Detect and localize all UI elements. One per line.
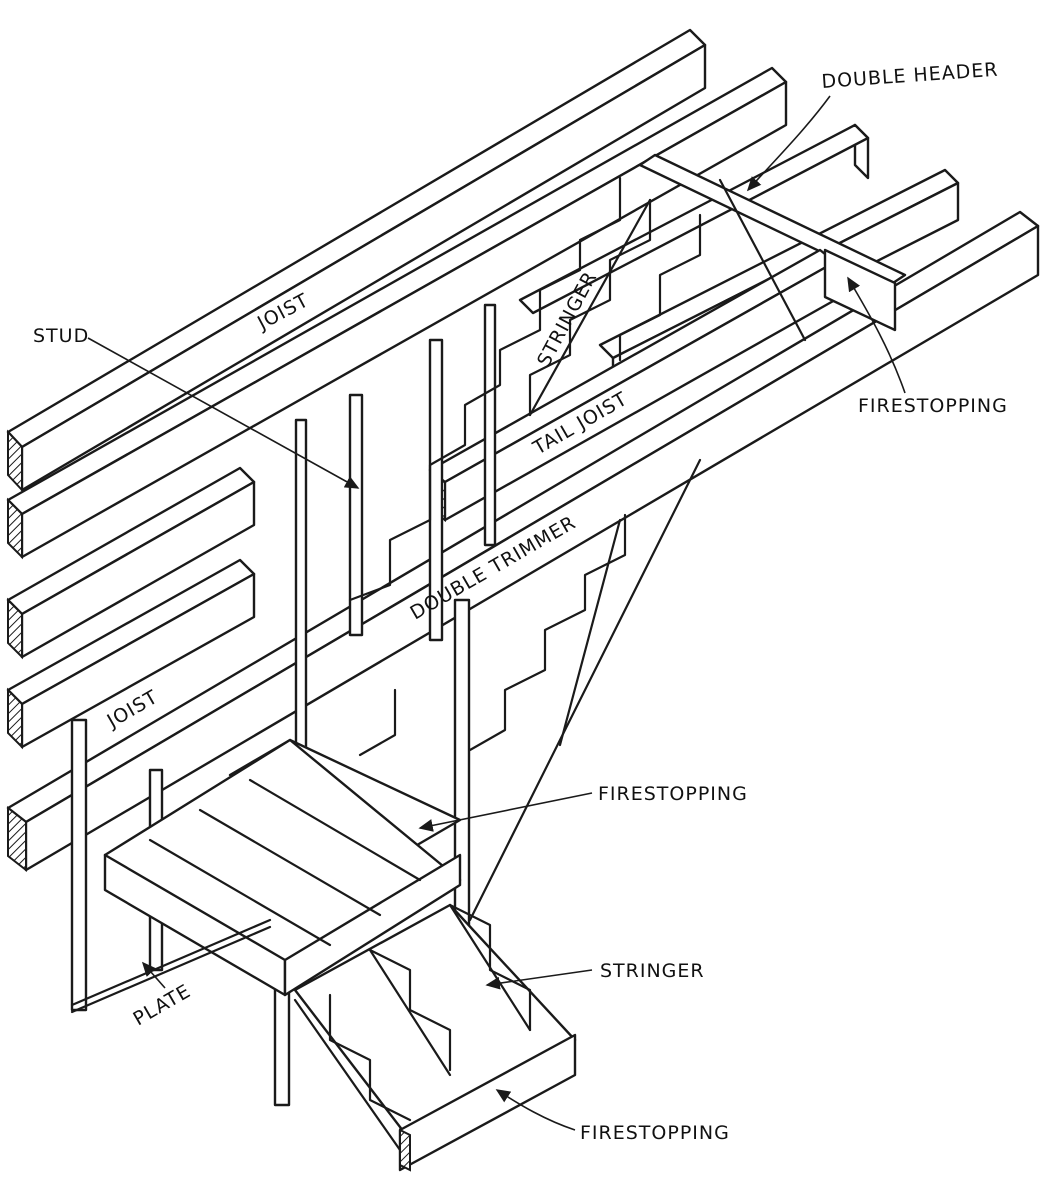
middle-stringer: [358, 458, 702, 922]
label-stringer-lower: STRINGER: [485, 960, 705, 990]
label-firestopping-lower: FIRESTOPPING: [495, 1089, 730, 1144]
label-stud: STUD: [33, 325, 360, 489]
label-plate-text: PLATE: [130, 980, 195, 1030]
lower-stairs: [293, 903, 577, 1172]
label-firestopping-middle-text: FIRESTOPPING: [598, 783, 748, 805]
joist-beam-3: [6, 466, 256, 660]
joist-beam-1: [6, 28, 707, 493]
label-firestopping-upper-text: FIRESTOPPING: [858, 395, 1008, 417]
label-stud-text: STUD: [33, 325, 89, 347]
upper-stringer: [348, 176, 807, 602]
label-firestopping-middle: FIRESTOPPING: [418, 783, 748, 832]
double-trimmer-beam: [6, 210, 1040, 873]
plate: [70, 918, 272, 1014]
label-firestopping-upper: FIRESTOPPING: [847, 276, 1008, 417]
label-stringer-lower-text: STRINGER: [600, 960, 705, 982]
joist-beam-4: [6, 558, 256, 750]
label-firestopping-lower-text: FIRESTOPPING: [580, 1122, 730, 1144]
landing-platform: [103, 738, 462, 997]
studs: [70, 303, 497, 1107]
label-double-header-text: DOUBLE HEADER: [821, 59, 999, 93]
